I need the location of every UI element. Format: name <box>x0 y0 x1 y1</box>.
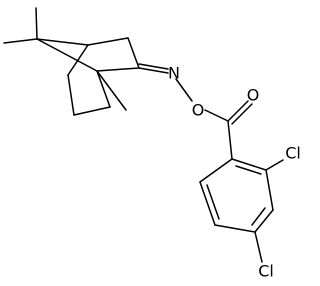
bond-c-n-double-2 <box>138 63 169 70</box>
bond-ring-c <box>67 44 89 76</box>
atom-label-carbonyl-oxygen: O <box>247 86 260 105</box>
bond-o-carbonyl <box>204 109 229 122</box>
bond-c1-methyl <box>96 70 127 111</box>
bond-c-o-double-2 <box>231 103 253 125</box>
bond-ring-cl-para <box>254 231 263 263</box>
ring-bond-1 <box>231 158 267 171</box>
atom-label-chlorine-ortho: Cl <box>285 144 301 163</box>
bond-c-n-double-1 <box>138 67 169 74</box>
bond-ring-cl-ortho <box>265 159 284 171</box>
bond-ring-d <box>67 74 75 116</box>
bond-n-o <box>175 78 193 102</box>
bond-ring-a <box>87 37 129 46</box>
atom-label-nitrogen: N <box>168 64 180 83</box>
ring-double-3 <box>206 184 220 220</box>
molecule-structure: N O O Cl Cl <box>3 7 301 281</box>
dichlorophenyl-ring <box>199 158 284 263</box>
bond-bridge-top <box>36 38 89 46</box>
bond-ring-f <box>96 70 111 108</box>
bond-bridge-bottom <box>36 38 98 72</box>
ring-bond-6 <box>199 158 233 183</box>
bond-c-o-double-1 <box>227 100 249 122</box>
bond-methyl-1 <box>3 38 38 44</box>
ring-bond-4 <box>214 224 256 233</box>
bond-ring-b <box>127 37 140 69</box>
ring-bond-2 <box>265 169 274 211</box>
bond-ring-e <box>73 106 111 116</box>
bond-ring-g <box>96 67 140 72</box>
bicyclic-fragment <box>3 7 140 116</box>
oxime-linkage <box>138 63 229 122</box>
ring-bond-3 <box>254 209 274 233</box>
bond-methyl-2 <box>35 7 38 40</box>
atom-label-ether-oxygen: O <box>192 101 205 120</box>
structure-canvas: N O O Cl Cl <box>3 7 301 281</box>
ring-double-1 <box>235 165 262 175</box>
bond-carbonyl-ring <box>227 120 233 160</box>
ring-bond-5 <box>199 181 216 226</box>
atom-label-chlorine-para: Cl <box>258 262 274 281</box>
ester-carbonyl <box>227 100 253 160</box>
ring-double-2 <box>251 207 266 226</box>
